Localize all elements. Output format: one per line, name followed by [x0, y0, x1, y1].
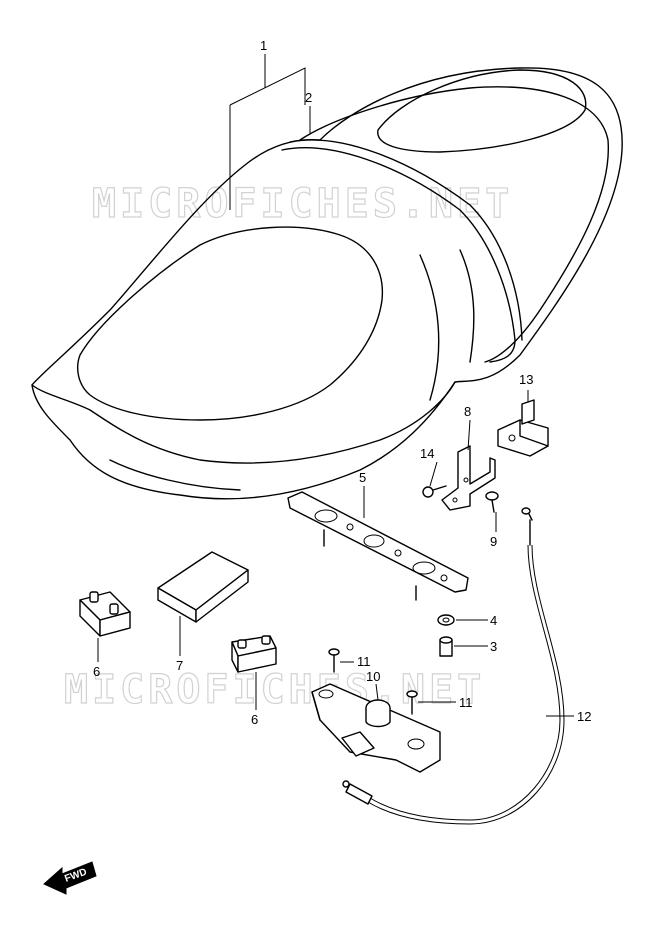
seat: [31, 67, 623, 500]
callout-1: 1: [260, 38, 267, 53]
callout-8: 8: [464, 404, 471, 419]
part-4-washer: [437, 614, 455, 626]
callout-10: 10: [366, 669, 380, 684]
part-6-cushion-right: [231, 635, 277, 673]
part-7-pad: [157, 551, 249, 623]
part-13-latch: [497, 399, 549, 457]
part-11-screw-a: [328, 648, 340, 673]
callout-11-upper: 11: [357, 654, 371, 669]
part-6-cushion-left: [79, 591, 131, 637]
callout-6-right: 6: [251, 712, 258, 727]
callouts: 1 2 3 4 5 6 7 6 8 9 10 11 11 12 13 14: [93, 38, 591, 727]
callout-14: 14: [420, 446, 434, 461]
part-14-screw: [422, 485, 447, 498]
leader-lines: [97, 54, 574, 717]
callout-12: 12: [577, 709, 591, 724]
part-9-screw: [485, 491, 499, 513]
callout-3: 3: [490, 639, 497, 654]
callout-5: 5: [359, 470, 366, 485]
part-12-cable: [342, 507, 565, 825]
callout-9: 9: [490, 534, 497, 549]
watermark-top: MICROFICHES.NET: [92, 181, 513, 227]
callout-2: 2: [305, 90, 312, 105]
callout-7: 7: [176, 658, 183, 673]
part-10-lock: [311, 683, 441, 773]
callout-6-left: 6: [93, 664, 100, 679]
part-3-nut: [439, 636, 453, 657]
part-5-bracket-plate: [287, 491, 469, 601]
part-11-screw-b: [406, 690, 418, 715]
fwd-arrow-icon: FWD: [43, 861, 97, 895]
callout-4: 4: [490, 613, 497, 628]
callout-11-lower: 11: [459, 695, 473, 710]
callout-13: 13: [519, 372, 533, 387]
part-8-bracket: [441, 445, 496, 511]
watermark-bottom: MICROFICHES.NET: [64, 667, 485, 713]
